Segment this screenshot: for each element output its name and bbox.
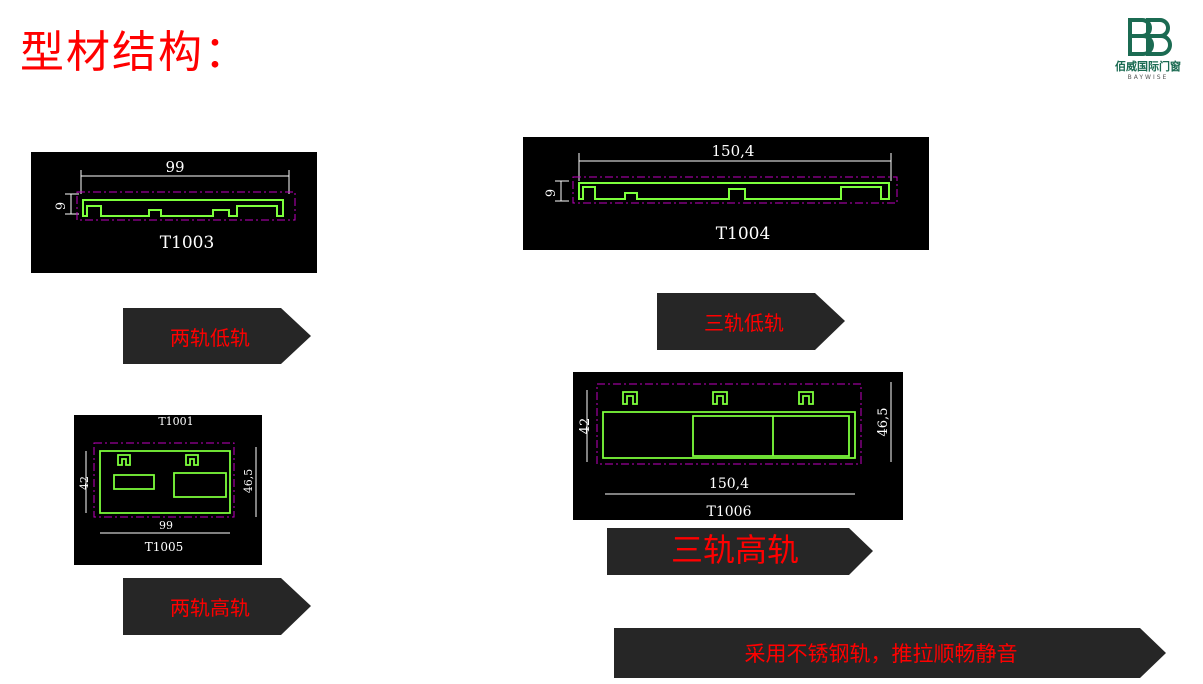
arrow-label: 两轨低轨: [170, 325, 250, 350]
width-dimension: 150,4: [712, 142, 755, 160]
profile-code: T1004: [716, 224, 771, 244]
arrow-label: 两轨高轨: [170, 596, 250, 620]
logo-text-en: BAYWISE: [1127, 74, 1169, 81]
baywise-logo-icon: [1128, 18, 1172, 56]
width-dimension: 99: [159, 519, 173, 532]
height-dimension: 9: [54, 202, 69, 210]
brand-logo: 佰威国际门窗 BAYWISE: [1108, 16, 1188, 86]
left-dimension: 42: [578, 418, 593, 435]
profile-code: T1006: [707, 504, 752, 520]
left-dimension: 42: [78, 476, 91, 490]
profile-drawing-t1004: 150,4 9 T1004: [523, 137, 929, 250]
width-dimension: 99: [165, 158, 184, 176]
footer-banner: 采用不锈钢轨，推拉顺畅静音: [614, 628, 1166, 678]
right-dimension: 46,5: [242, 469, 255, 494]
label-arrow-three-track-high: 三轨高轨: [607, 528, 873, 575]
page-title: 型材结构：: [20, 27, 250, 78]
width-dimension: 150,4: [709, 476, 749, 492]
profile-drawing-t1005: T1001 42 46,5 99 T1005: [74, 415, 262, 565]
label-arrow-two-track-high: 两轨高轨: [123, 578, 311, 635]
top-profile-code: T1001: [158, 415, 193, 428]
label-arrow-two-track-low: 两轨低轨: [123, 308, 311, 364]
profile-code: T1005: [145, 540, 184, 554]
right-dimension: 46,5: [876, 408, 891, 437]
height-dimension: 9: [544, 189, 559, 197]
banner-text: 采用不锈钢轨，推拉顺畅静音: [744, 642, 1018, 666]
profile-drawing-t1006: 42 46,5 150,4 T1006: [573, 372, 903, 520]
arrow-label: 三轨低轨: [704, 311, 784, 335]
arrow-label: 三轨高轨: [670, 531, 799, 569]
profile-code: T1003: [160, 233, 215, 253]
profile-drawing-t1003: 99 9 T1003: [31, 152, 317, 273]
label-arrow-three-track-low: 三轨低轨: [657, 293, 845, 350]
logo-text-cn: 佰威国际门窗: [1115, 60, 1181, 73]
